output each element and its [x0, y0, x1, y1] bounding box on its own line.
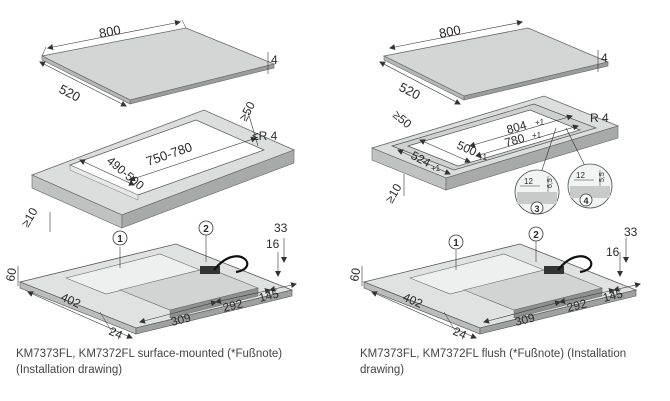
left-diagram: 800 520 4 750-780 490-500 ≥50 ≤R 4 ≥10 — [3, 19, 297, 342]
right-box-depth: 60 — [347, 267, 363, 283]
right-hob-plate — [379, 20, 610, 105]
left-callout-1: 1 — [112, 230, 128, 246]
left-hob-width: 800 — [98, 22, 122, 41]
right-detail-3-width: 12 — [524, 177, 533, 186]
left-min-rear-clearance: ≥50 — [236, 99, 258, 123]
left-dim-292: 292 — [221, 296, 244, 315]
right-callout-2-label: 2 — [533, 230, 539, 241]
right-dim-24: 24 — [451, 324, 469, 342]
right-rebate-width-tol: +1 — [535, 118, 545, 127]
left-hob-depth: 520 — [57, 81, 83, 104]
left-height-box: 16 — [266, 237, 280, 251]
right-cutout-width-tol: +1 — [532, 131, 542, 140]
right-hob-width: 800 — [438, 22, 462, 41]
right-cutout-depth-tol: +1 — [478, 153, 488, 162]
left-callout-2: 2 — [198, 220, 214, 236]
right-corner-radius: R 4 — [590, 111, 609, 125]
right-appliance-box — [361, 238, 641, 339]
left-dim-145: 145 — [257, 286, 280, 305]
right-detail-4-label: 4 — [583, 196, 588, 206]
right-detail-4: 4 12 5,5 — [567, 163, 613, 209]
left-hob-thickness: 4 — [271, 53, 278, 67]
left-dim-24: 24 — [107, 324, 125, 342]
left-box-depth: 60 — [3, 267, 19, 283]
caption-surface-mounted: KM7373FL, KM7372FL surface-mounted (*Fuß… — [16, 348, 283, 376]
right-height-total: 33 — [624, 225, 638, 239]
right-rebate-width: 804 — [505, 118, 528, 137]
left-worktop — [30, 109, 296, 232]
right-detail-4-depth: 5,5 — [599, 172, 606, 182]
right-callout-2: 2 — [528, 226, 544, 242]
right-detail-4-width: 12 — [576, 171, 585, 180]
right-callout-1: 1 — [448, 234, 464, 250]
right-detail-3-depth: 6,5 — [547, 178, 554, 188]
right-hob-thickness: 4 — [601, 51, 608, 65]
left-hob-plate — [39, 19, 276, 107]
left-dim-309: 309 — [169, 310, 192, 329]
right-callout-1-label: 1 — [453, 238, 459, 249]
right-height-box: 16 — [606, 245, 620, 259]
right-rebate-depth-tol: +1 — [431, 164, 441, 173]
right-detail-3: 3 12 6,5 — [514, 169, 560, 215]
left-height-total: 33 — [274, 221, 288, 235]
caption-flush: KM7373FL, KM7372FL flush (*Fußnote) (Ins… — [360, 348, 627, 376]
left-callout-1-label: 1 — [117, 234, 123, 245]
right-worktop — [370, 95, 620, 196]
left-callout-2-label: 2 — [203, 224, 209, 235]
right-detail-3-label: 3 — [534, 204, 539, 214]
right-dim-292: 292 — [565, 296, 588, 315]
right-dim-145: 145 — [601, 286, 624, 305]
right-diagram: 800 520 4 ≥50 R 4 804 +1 780 +1 500 +1 — [347, 20, 641, 342]
right-dim-309: 309 — [513, 310, 536, 329]
right-min-rear-clearance: ≥50 — [390, 108, 415, 132]
left-corner-radius: ≤R 4 — [252, 129, 278, 143]
left-min-front-clearance: ≥10 — [18, 205, 40, 230]
left-appliance-box — [17, 235, 297, 339]
right-cutout-width: 780 — [503, 131, 526, 150]
right-min-front-clearance: ≥10 — [382, 181, 404, 206]
right-hob-depth: 520 — [397, 79, 423, 102]
